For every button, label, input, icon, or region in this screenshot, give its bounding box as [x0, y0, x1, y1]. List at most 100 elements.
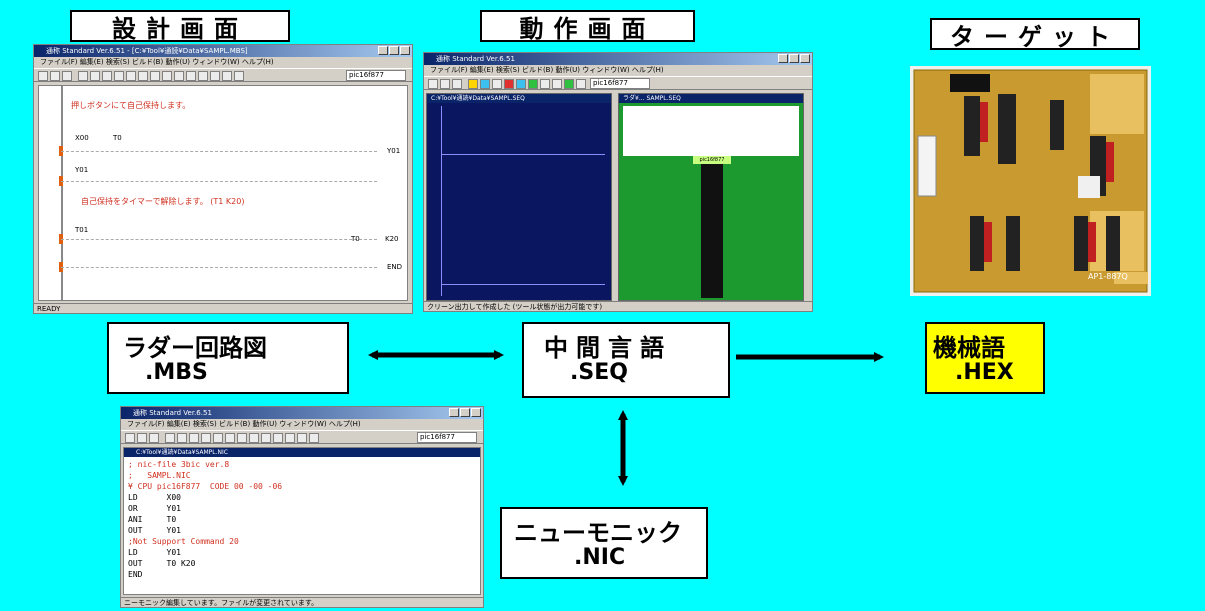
stop-icon[interactable] — [492, 79, 502, 89]
contact-b-icon[interactable] — [177, 433, 187, 443]
contact-b-icon[interactable] — [90, 71, 100, 81]
code-line: LD X00 — [128, 493, 181, 502]
close-button[interactable] — [800, 54, 810, 63]
new-icon[interactable] — [38, 71, 48, 81]
device-select[interactable]: pic16f877 — [417, 432, 477, 443]
design-menubar[interactable]: ファイル(F) 編集(E) 検索(S) ビルド(B) 動作(U) ウィンドウ(W… — [40, 58, 274, 66]
help-icon[interactable] — [234, 71, 244, 81]
maximize-button[interactable] — [389, 46, 399, 55]
rung-3 — [61, 239, 377, 240]
mnemonic-toolbar: pic16f877 — [121, 430, 483, 444]
intermediate-language-box: 中間言語 .SEQ — [522, 322, 730, 398]
close-button[interactable] — [400, 46, 410, 55]
runtime-io-panel-title: ラダ¥... SAMPL.SEQ — [619, 94, 803, 103]
coil-k20: K20 — [385, 235, 399, 243]
rung-4 — [61, 267, 377, 268]
device-select[interactable]: pic16f877 — [346, 70, 406, 81]
compile-icon[interactable] — [249, 433, 259, 443]
run-icon[interactable] — [261, 433, 271, 443]
coil-icon[interactable] — [102, 71, 112, 81]
compile-icon[interactable] — [162, 71, 172, 81]
search-icon[interactable] — [210, 71, 220, 81]
chip-icon[interactable] — [540, 79, 550, 89]
rung-1 — [441, 154, 605, 155]
minimize-button[interactable] — [449, 408, 459, 417]
rung-2 — [61, 181, 377, 182]
zoom-icon[interactable] — [222, 71, 232, 81]
reset-icon[interactable] — [504, 79, 514, 89]
design-window-titlebar: 通称 Standard Ver.6.51 - [C:¥Tool¥通読¥Data¥… — [34, 45, 412, 57]
contact-x00: X00 — [75, 134, 89, 142]
monitor-icon[interactable] — [516, 79, 526, 89]
end-instruction: END — [387, 263, 403, 271]
runtime-screen-title: 動作画面 — [480, 10, 695, 43]
code-line: ANI T0 — [128, 515, 177, 524]
minimize-button[interactable] — [378, 46, 388, 55]
new-icon[interactable] — [125, 433, 135, 443]
runtime-io-panel[interactable]: ラダ¥... SAMPL.SEQ pic16f877 — [618, 93, 804, 301]
rung-1 — [61, 151, 377, 152]
runtime-toolbar: pic16f877 — [424, 76, 812, 90]
counter-icon[interactable] — [237, 433, 247, 443]
machine-language-box: 機械語 .HEX — [925, 322, 1045, 394]
ladder-editor[interactable]: 押しボタンにて自己保持します。 X00 T0 Y01 Y01 自己保持をタイマー… — [38, 85, 408, 301]
run-icon[interactable] — [174, 71, 184, 81]
save-icon[interactable] — [50, 71, 60, 81]
mnemonic-code: ; nic-file 3bic ver.8; SAMPL.NIC¥ CPU pi… — [124, 457, 480, 582]
write-icon[interactable] — [564, 79, 574, 89]
run-icon[interactable] — [468, 79, 478, 89]
contact-icon[interactable] — [165, 433, 175, 443]
runtime-menubar[interactable]: ファイル(F) 編集(E) 検索(S) ビルド(B) 動作(U) ウィンドウ(W… — [430, 66, 664, 74]
mnemonic-editor[interactable]: C:¥Tool¥通読¥Data¥SAMPL.NIC ; nic-file 3bi… — [123, 447, 481, 595]
ladder-diagram-label: ラダー回路図 — [123, 334, 267, 362]
timer-icon[interactable] — [138, 71, 148, 81]
maximize-button[interactable] — [460, 408, 470, 417]
io-icon[interactable] — [528, 79, 538, 89]
zoom-icon[interactable] — [309, 433, 319, 443]
monitor-icon[interactable] — [198, 71, 208, 81]
ladder-comment-1: 押しボタンにて自己保持します。 — [71, 101, 191, 110]
branch-icon[interactable] — [126, 71, 136, 81]
design-screen-title: 設計画面 — [70, 10, 290, 43]
design-window: 通称 Standard Ver.6.51 - [C:¥Tool¥通読¥Data¥… — [33, 44, 413, 314]
device-select[interactable]: pic16f877 — [590, 78, 650, 89]
minimize-button[interactable] — [778, 54, 788, 63]
step-icon[interactable] — [480, 79, 490, 89]
counter-icon[interactable] — [150, 71, 160, 81]
line-icon[interactable] — [201, 433, 211, 443]
open-icon[interactable] — [452, 79, 462, 89]
contact-icon[interactable] — [78, 71, 88, 81]
pcb-board-illustration — [913, 69, 1148, 293]
intermediate-language-label: 中間言語 — [544, 334, 672, 362]
runtime-ladder-panel-title: C:¥Tool¥通読¥Data¥SAMPL.SEQ — [427, 94, 611, 103]
open-icon[interactable] — [62, 71, 72, 81]
pcb-label: AP1-887Q — [1088, 272, 1128, 281]
new-icon[interactable] — [428, 79, 438, 89]
search-icon[interactable] — [297, 433, 307, 443]
coil-icon[interactable] — [189, 433, 199, 443]
coil-y01: Y01 — [387, 147, 401, 155]
close-button[interactable] — [471, 408, 481, 417]
stop-icon[interactable] — [186, 71, 196, 81]
window-icon[interactable] — [552, 79, 562, 89]
maximize-button[interactable] — [789, 54, 799, 63]
code-line: END — [128, 570, 143, 579]
ladder-comment-2: 自己保持をタイマーで解除します。 (T1 K20) — [81, 197, 245, 206]
help-icon[interactable] — [576, 79, 586, 89]
code-line: LD Y01 — [128, 548, 181, 557]
open-icon[interactable] — [149, 433, 159, 443]
design-toolbar: pic16f877 — [34, 68, 412, 82]
branch-icon[interactable] — [213, 433, 223, 443]
monitor-icon[interactable] — [285, 433, 295, 443]
mnemonic-menubar[interactable]: ファイル(F) 編集(E) 検索(S) ビルド(B) 動作(U) ウィンドウ(W… — [127, 420, 361, 428]
runtime-window-titlebar: 通称 Standard Ver.6.51 — [424, 53, 812, 65]
stop-icon[interactable] — [273, 433, 283, 443]
line-icon[interactable] — [114, 71, 124, 81]
save-icon[interactable] — [440, 79, 450, 89]
chip-label: pic16f877 — [693, 156, 731, 164]
save-icon[interactable] — [137, 433, 147, 443]
runtime-ladder-panel[interactable]: C:¥Tool¥通読¥Data¥SAMPL.SEQ — [426, 93, 612, 301]
rung-4 — [441, 284, 605, 285]
timer-icon[interactable] — [225, 433, 235, 443]
